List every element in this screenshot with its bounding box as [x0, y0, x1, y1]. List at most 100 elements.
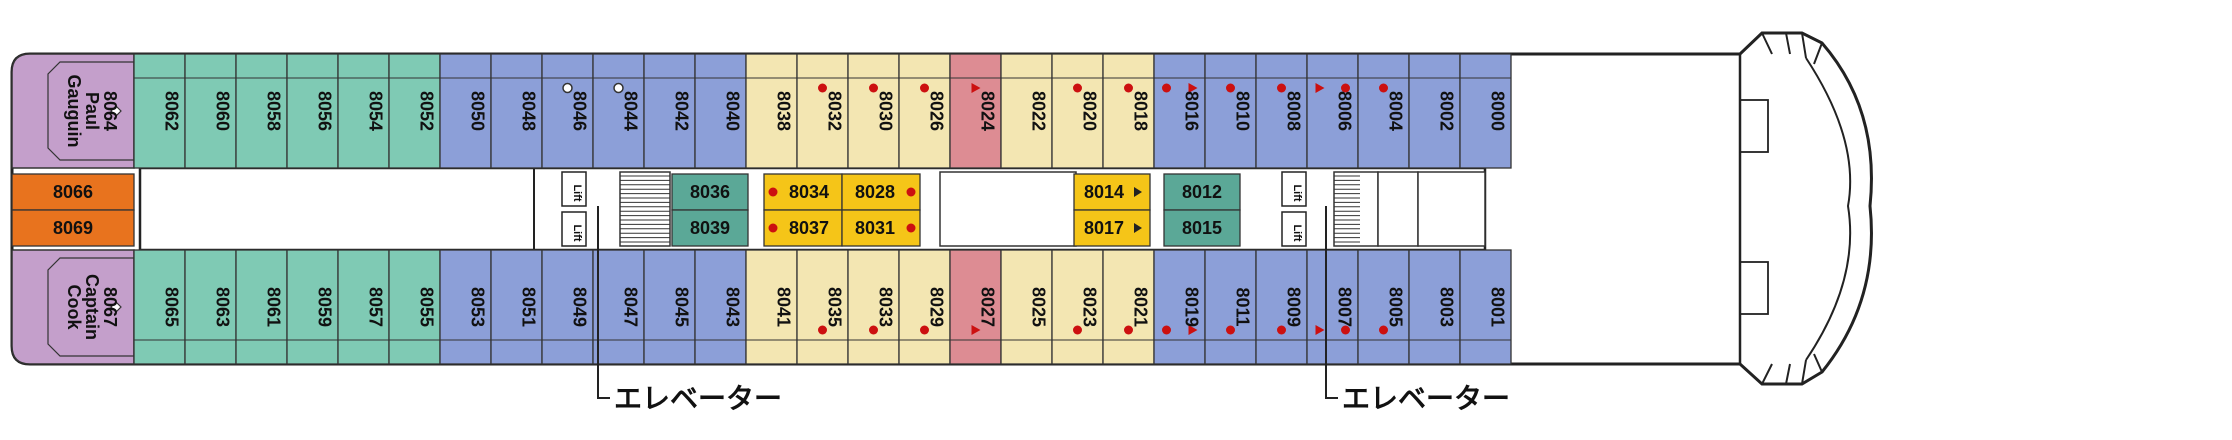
cabin-8040[interactable]: 8040	[694, 53, 747, 169]
cabin-8049[interactable]: 8049	[541, 249, 594, 365]
cabin-8007[interactable]: 8007	[1306, 249, 1359, 365]
cabin-number: 8004	[1386, 91, 1406, 131]
cabin-8042[interactable]: 8042	[643, 53, 696, 169]
cabin-8029[interactable]: 8029	[898, 249, 951, 365]
cabin-8037[interactable]: 8037	[763, 209, 843, 247]
accessible-marker	[818, 83, 827, 93]
cabin-8003[interactable]: 8003	[1408, 249, 1461, 365]
cabin-box	[1255, 53, 1308, 169]
cabin-number: 8043	[723, 287, 743, 327]
cabin-number: 8005	[1386, 287, 1406, 327]
cabin-8004[interactable]: 8004	[1357, 53, 1410, 169]
cabin-8009[interactable]: 8009	[1255, 249, 1308, 365]
cabin-box	[1163, 209, 1241, 247]
cabin-8036[interactable]: 8036	[671, 173, 749, 211]
elevator-label-2: エレベーター	[1342, 383, 1510, 414]
cabin-8002[interactable]: 8002	[1408, 53, 1461, 169]
cabin-8025[interactable]: 8025	[1000, 249, 1053, 365]
cabin-8015[interactable]: 8015	[1163, 209, 1241, 247]
cabin-number: 8053	[468, 287, 488, 327]
cabin-box	[388, 53, 441, 169]
cabin-8027[interactable]: 8027	[949, 249, 1002, 365]
cabin-number: 8066	[53, 182, 93, 202]
cabin-8046[interactable]: 8046	[541, 53, 594, 169]
cabin-8044[interactable]: 8044	[592, 53, 645, 169]
cabin-8021[interactable]: 8021	[1102, 249, 1155, 365]
cabin-8060[interactable]: 8060	[184, 53, 237, 169]
cabin-8017[interactable]: 8017	[1073, 209, 1151, 247]
cabin-8023[interactable]: 8023	[1051, 249, 1104, 365]
cabin-8038[interactable]: 8038	[745, 53, 798, 169]
cabin-8012[interactable]: 8012	[1163, 173, 1241, 211]
cabin-8014[interactable]: 8014	[1073, 173, 1151, 211]
accessible-marker	[1379, 325, 1388, 335]
cabin-8056[interactable]: 8056	[286, 53, 339, 169]
cabin-8010[interactable]: 8010	[1204, 53, 1257, 169]
accessible-marker	[1341, 83, 1350, 93]
cabin-number: 8041	[774, 287, 794, 327]
cabin-8031[interactable]: 8031	[841, 209, 921, 247]
cabin-8053[interactable]: 8053	[439, 249, 492, 365]
cabin-8061[interactable]: 8061	[235, 249, 288, 365]
cabin-8048[interactable]: 8048	[490, 53, 543, 169]
cabin-8005[interactable]: 8005	[1357, 249, 1410, 365]
cabin-number: 8048	[519, 91, 539, 131]
cabin-8030[interactable]: 8030	[847, 53, 900, 169]
cabin-8047[interactable]: 8047	[592, 249, 645, 365]
cabin-8069[interactable]: 8069	[11, 209, 135, 247]
cabin-8050[interactable]: 8050	[439, 53, 492, 169]
cabin-8022[interactable]: 8022	[1000, 53, 1053, 169]
cabin-8024[interactable]: 8024	[949, 53, 1002, 169]
cabin-8039[interactable]: 8039	[671, 209, 749, 247]
cabin-8066[interactable]: 8066	[11, 173, 135, 211]
lift-4: Lift	[1281, 211, 1307, 247]
cabin-8008[interactable]: 8008	[1255, 53, 1308, 169]
accessible-marker	[1277, 325, 1286, 335]
cabin-8054[interactable]: 8054	[337, 53, 390, 169]
stairs	[620, 175, 1360, 243]
cabin-number: 8010	[1233, 91, 1253, 131]
cabin-8006[interactable]: 8006	[1306, 53, 1359, 169]
cabin-8045[interactable]: 8045	[643, 249, 696, 365]
cabin-8041[interactable]: 8041	[745, 249, 798, 365]
cabin-number: 8011	[1233, 287, 1253, 326]
cabin-8000[interactable]: 8000	[1459, 53, 1512, 169]
cabin-8034[interactable]: 8034	[763, 173, 843, 211]
cabin-8028[interactable]: 8028	[841, 173, 921, 211]
cabin-8016[interactable]: 8016	[1153, 53, 1206, 169]
cabin-8011[interactable]: 8011	[1204, 249, 1257, 365]
cabin-8035[interactable]: 8035	[796, 249, 849, 365]
cabin-8043[interactable]: 8043	[694, 249, 747, 365]
triangle-marker	[1134, 223, 1142, 233]
cabin-8032[interactable]: 8032	[796, 53, 849, 169]
open-circle-marker	[613, 82, 624, 94]
cabin-8033[interactable]: 8033	[847, 249, 900, 365]
cabin-8057[interactable]: 8057	[337, 249, 390, 365]
cabin-8018[interactable]: 8018	[1102, 53, 1155, 169]
cabin-box	[1000, 249, 1053, 365]
cabin-8063[interactable]: 8063	[184, 249, 237, 365]
cabin-8052[interactable]: 8052	[388, 53, 441, 169]
cabin-box	[1408, 249, 1461, 365]
cabin-8051[interactable]: 8051	[490, 249, 543, 365]
cabin-8058[interactable]: 8058	[235, 53, 288, 169]
accessible-marker	[869, 83, 878, 93]
cabin-8055[interactable]: 8055	[388, 249, 441, 365]
cabin-8062[interactable]: 8062	[133, 53, 186, 169]
diamond-marker	[110, 301, 122, 313]
cabin-8020[interactable]: 8020	[1051, 53, 1104, 169]
cabin-8019[interactable]: 8019	[1153, 249, 1206, 365]
cabin-8059[interactable]: 8059	[286, 249, 339, 365]
suite-name-part: Cook	[64, 285, 84, 331]
accessible-marker	[1073, 83, 1082, 93]
suite-number: 8064	[100, 91, 120, 131]
cabin-8001[interactable]: 8001	[1459, 249, 1512, 365]
accessible-marker	[906, 187, 916, 197]
cabin-8065[interactable]: 8065	[133, 249, 186, 365]
cabin-8026[interactable]: 8026	[898, 53, 951, 169]
cabin-box	[235, 53, 288, 169]
